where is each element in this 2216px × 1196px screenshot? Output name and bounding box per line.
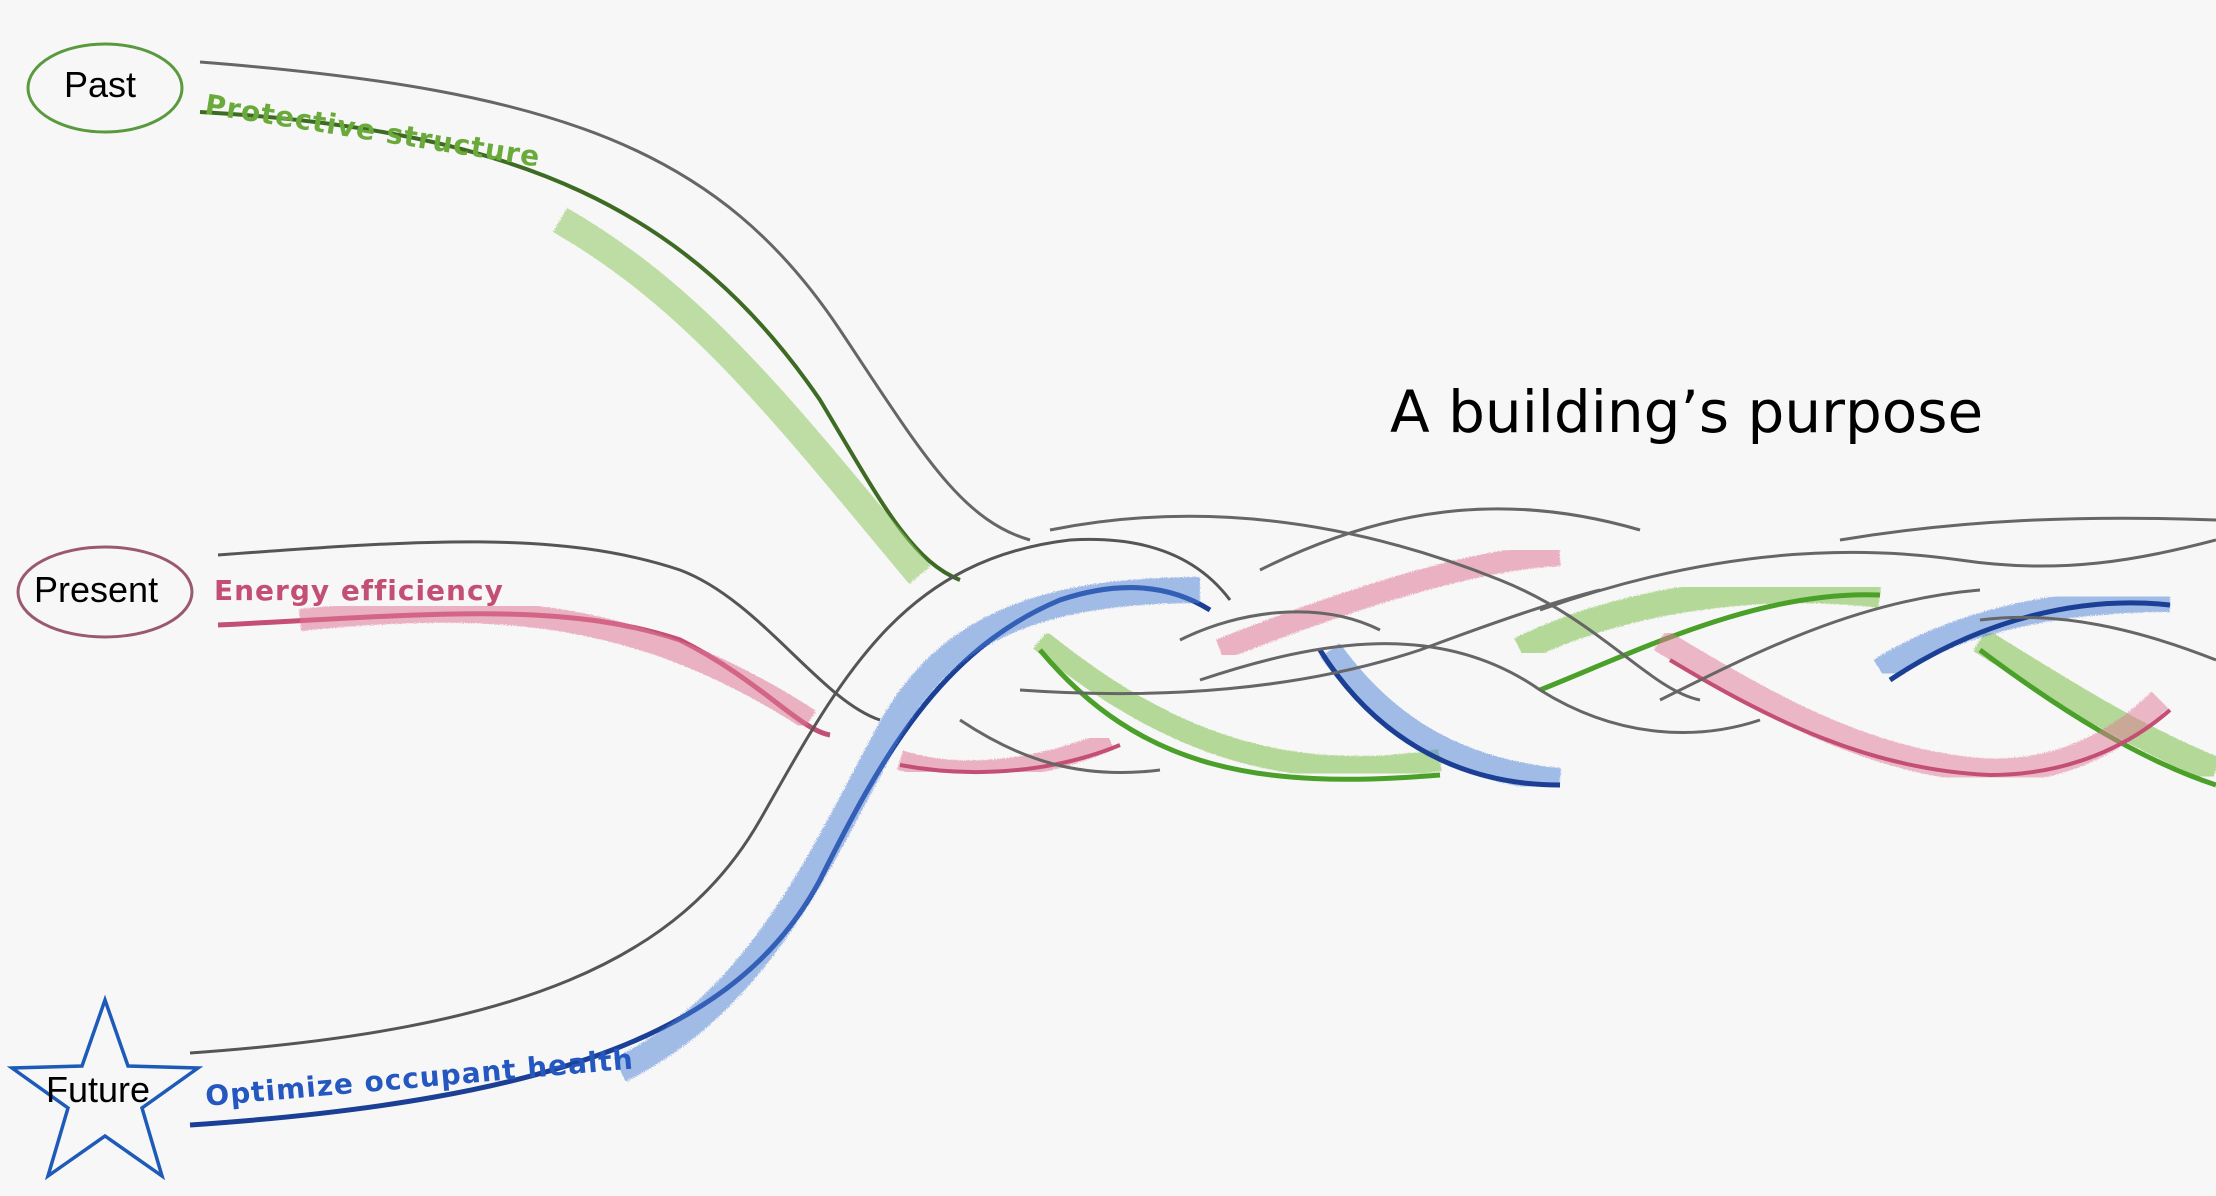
strand-energy-efficiency <box>217 540 2172 783</box>
future-star-icon <box>6 994 204 1181</box>
era-label-future: Future <box>46 1069 151 1110</box>
strand-occupant-health <box>189 537 2171 1128</box>
present-ellipse <box>16 545 194 639</box>
strand-protective-structure <box>199 60 2216 788</box>
diagram-title: A building’s purpose <box>1390 378 1984 446</box>
era-label-past: Past <box>64 64 137 105</box>
past-ellipse <box>26 42 184 134</box>
era-label-present: Present <box>34 569 159 610</box>
braid-outline <box>959 507 2216 774</box>
strand-label-energy-efficiency: Energy efficiency <box>214 574 504 607</box>
